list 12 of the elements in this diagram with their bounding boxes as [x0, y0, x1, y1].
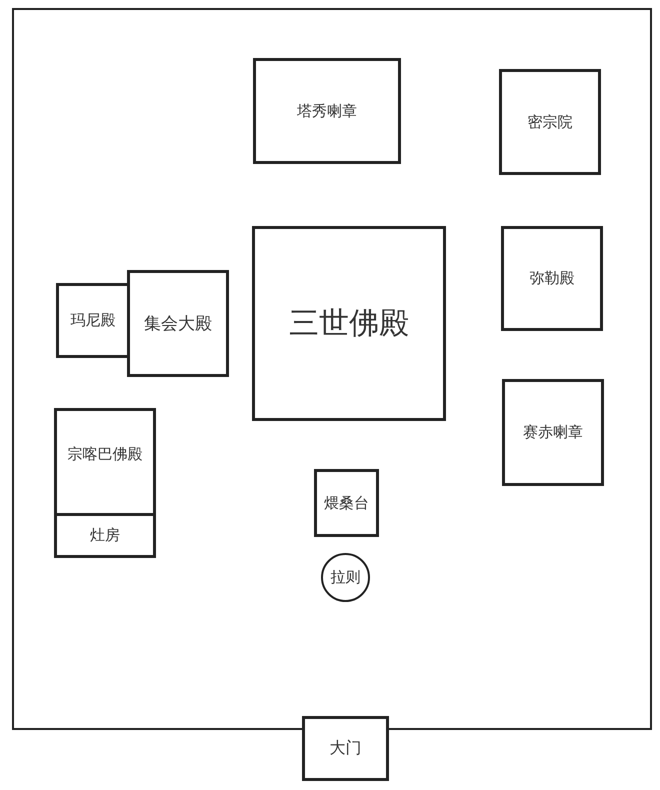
- building-box: 集会大殿: [127, 270, 229, 377]
- building-box: 玛尼殿: [56, 283, 130, 358]
- building-box: 大门: [302, 716, 389, 781]
- building-box: 弥勒殿: [501, 226, 603, 331]
- building-box: 宗喀巴佛殿: [54, 408, 156, 516]
- circle-node: 拉则: [321, 553, 370, 602]
- building-box: 煨桑台: [314, 469, 379, 537]
- building-box: 赛赤喇章: [502, 379, 604, 486]
- building-box: 灶房: [54, 513, 156, 558]
- building-box: 三世佛殿: [252, 226, 446, 421]
- building-box: 密宗院: [499, 69, 601, 175]
- building-box: 塔秀喇章: [253, 58, 401, 164]
